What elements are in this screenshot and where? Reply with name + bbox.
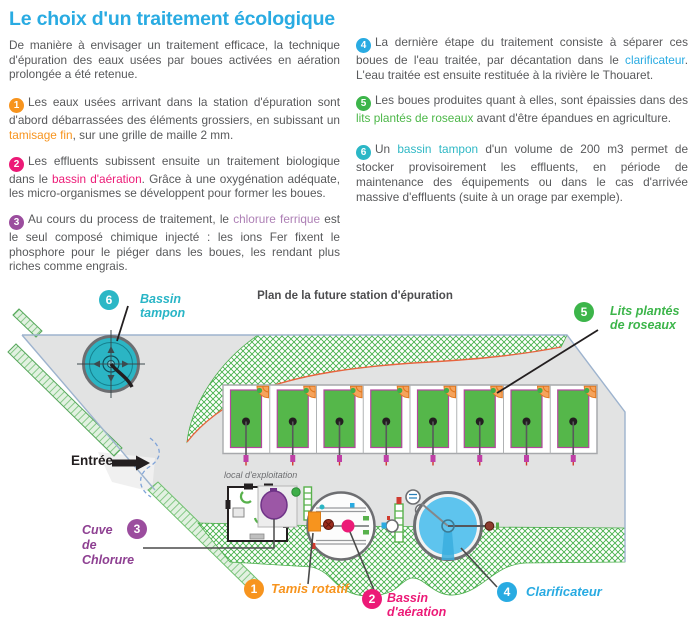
left-column: Le choix d'un traitement écologique De m… xyxy=(0,0,346,285)
intro-paragraph: De manière à envisager un traitement eff… xyxy=(9,38,340,82)
leader-aeration xyxy=(349,531,375,591)
callout-line: Bassin xyxy=(140,292,181,306)
entrance-label: Entrée xyxy=(71,453,114,468)
clarifier xyxy=(413,491,499,561)
step-5-badge: 5 xyxy=(356,96,371,112)
callout-6-badge: 6 xyxy=(99,290,119,310)
callout-line: Chlorure xyxy=(82,553,135,567)
step-1-highlight: tamisage fin xyxy=(9,127,73,142)
treatment-step-6: 6 Un bassin tampon d'un volume de 200 m3 … xyxy=(356,142,688,204)
callout-line: Tamis rotatif xyxy=(271,581,349,596)
leader-chlorine-tank xyxy=(143,519,275,549)
step-3-text: Au cours du process de traitement, le xyxy=(28,211,234,226)
site-boundary xyxy=(22,334,626,562)
flow-equipment xyxy=(381,489,428,543)
callout-chlorine-tank: Cuve de Chlorure xyxy=(82,523,134,568)
callout-line: Clarificateur xyxy=(526,584,602,599)
step-2-badge: 2 xyxy=(9,156,24,172)
callout-4-badge: 4 xyxy=(497,582,517,602)
step-4-text-2: . L'eau traitée est ensuite restituée à … xyxy=(356,53,688,82)
callout-line: de roseaux xyxy=(610,318,677,332)
leader-rotary-screen xyxy=(307,532,314,585)
callout-buffer-basin: Bassin tampon xyxy=(140,292,185,320)
step-5-highlight: lits plantés de roseaux xyxy=(356,111,474,126)
callout-rotary-screen: Tamis rotatif xyxy=(271,582,349,596)
callout-line: tampon xyxy=(140,306,186,320)
callout-5-badge: 5 xyxy=(574,302,594,322)
callout-line: de xyxy=(82,538,97,552)
callout-clarifier: Clarificateur xyxy=(526,585,602,599)
callout-1-badge: 1 xyxy=(244,579,264,599)
step-4-highlight: clarificateur xyxy=(625,53,685,67)
stream-dashed xyxy=(139,437,160,498)
step-6-text: Un xyxy=(375,142,398,157)
step-4-badge: 4 xyxy=(356,38,371,53)
vegetation-band-bottom xyxy=(197,522,626,597)
callout-3-badge: 3 xyxy=(127,519,147,539)
buffer-basin xyxy=(77,330,145,398)
step-1-badge: 1 xyxy=(9,98,24,114)
hedge-strip-topleft xyxy=(12,308,43,338)
callout-aeration-basin: Bassin d'aération xyxy=(387,591,446,619)
hedge-strip-left xyxy=(7,343,123,457)
leader-clarifier xyxy=(460,547,498,588)
step-3-text-2: est le seul composé chimique injecté : l… xyxy=(9,211,341,274)
aeration-basin xyxy=(306,491,376,561)
plan-title: Plan de la future station d'épuration xyxy=(257,290,453,302)
callout-line: Bassin xyxy=(387,591,428,605)
callout-line: d'aération xyxy=(387,605,447,619)
treatment-step-3: 3 Au cours du process de traitement, le c… xyxy=(9,212,340,274)
green-manhole xyxy=(291,487,301,497)
step-4-text: La dernière étape du traitement consiste… xyxy=(356,35,688,67)
page-title: Le choix d'un traitement écologique xyxy=(9,8,335,30)
step-3-highlight: chlorure ferrique xyxy=(233,211,321,226)
callout-reed-beds: Lits plantés de roseaux xyxy=(610,304,679,332)
step-6-highlight: bassin tampon xyxy=(397,142,479,157)
step-2-highlight: bassin d'aération xyxy=(52,171,142,186)
leader-reed-beds xyxy=(496,329,599,394)
step-1-text: Les eaux usées arrivant dans la station … xyxy=(9,95,340,128)
callout-line: Cuve xyxy=(82,523,113,537)
text-section: Le choix d'un traitement écologique De m… xyxy=(0,0,700,285)
entrance-arrow-icon xyxy=(112,455,150,471)
step-2-text: Les effluents subissent ensuite un trait… xyxy=(9,153,340,186)
building-label: local d'exploitation xyxy=(224,470,298,480)
step-1-text-2: , sur une grille de maille 2 mm. xyxy=(72,127,234,142)
step-5-text: Les boues produites quant à elles, sont … xyxy=(375,93,688,108)
treatment-step-5: 5 Les boues produites quant à elles, sont… xyxy=(356,93,688,126)
leader-buffer-basin xyxy=(116,305,129,342)
step-3-badge: 3 xyxy=(9,214,24,230)
callout-2-badge: 2 xyxy=(362,589,382,609)
step-2-text-2: . Grâce à une oxygénation adéquate, les … xyxy=(9,171,340,201)
step-6-text-2: d'un volume de 200 m3 permet de stocker … xyxy=(356,142,689,204)
callout-line: Lits plantés xyxy=(610,304,680,318)
reed-beds xyxy=(222,384,598,467)
step-5-text-2: avant d'être épandues en agriculture. xyxy=(473,111,672,126)
step-6-badge: 6 xyxy=(356,145,371,161)
